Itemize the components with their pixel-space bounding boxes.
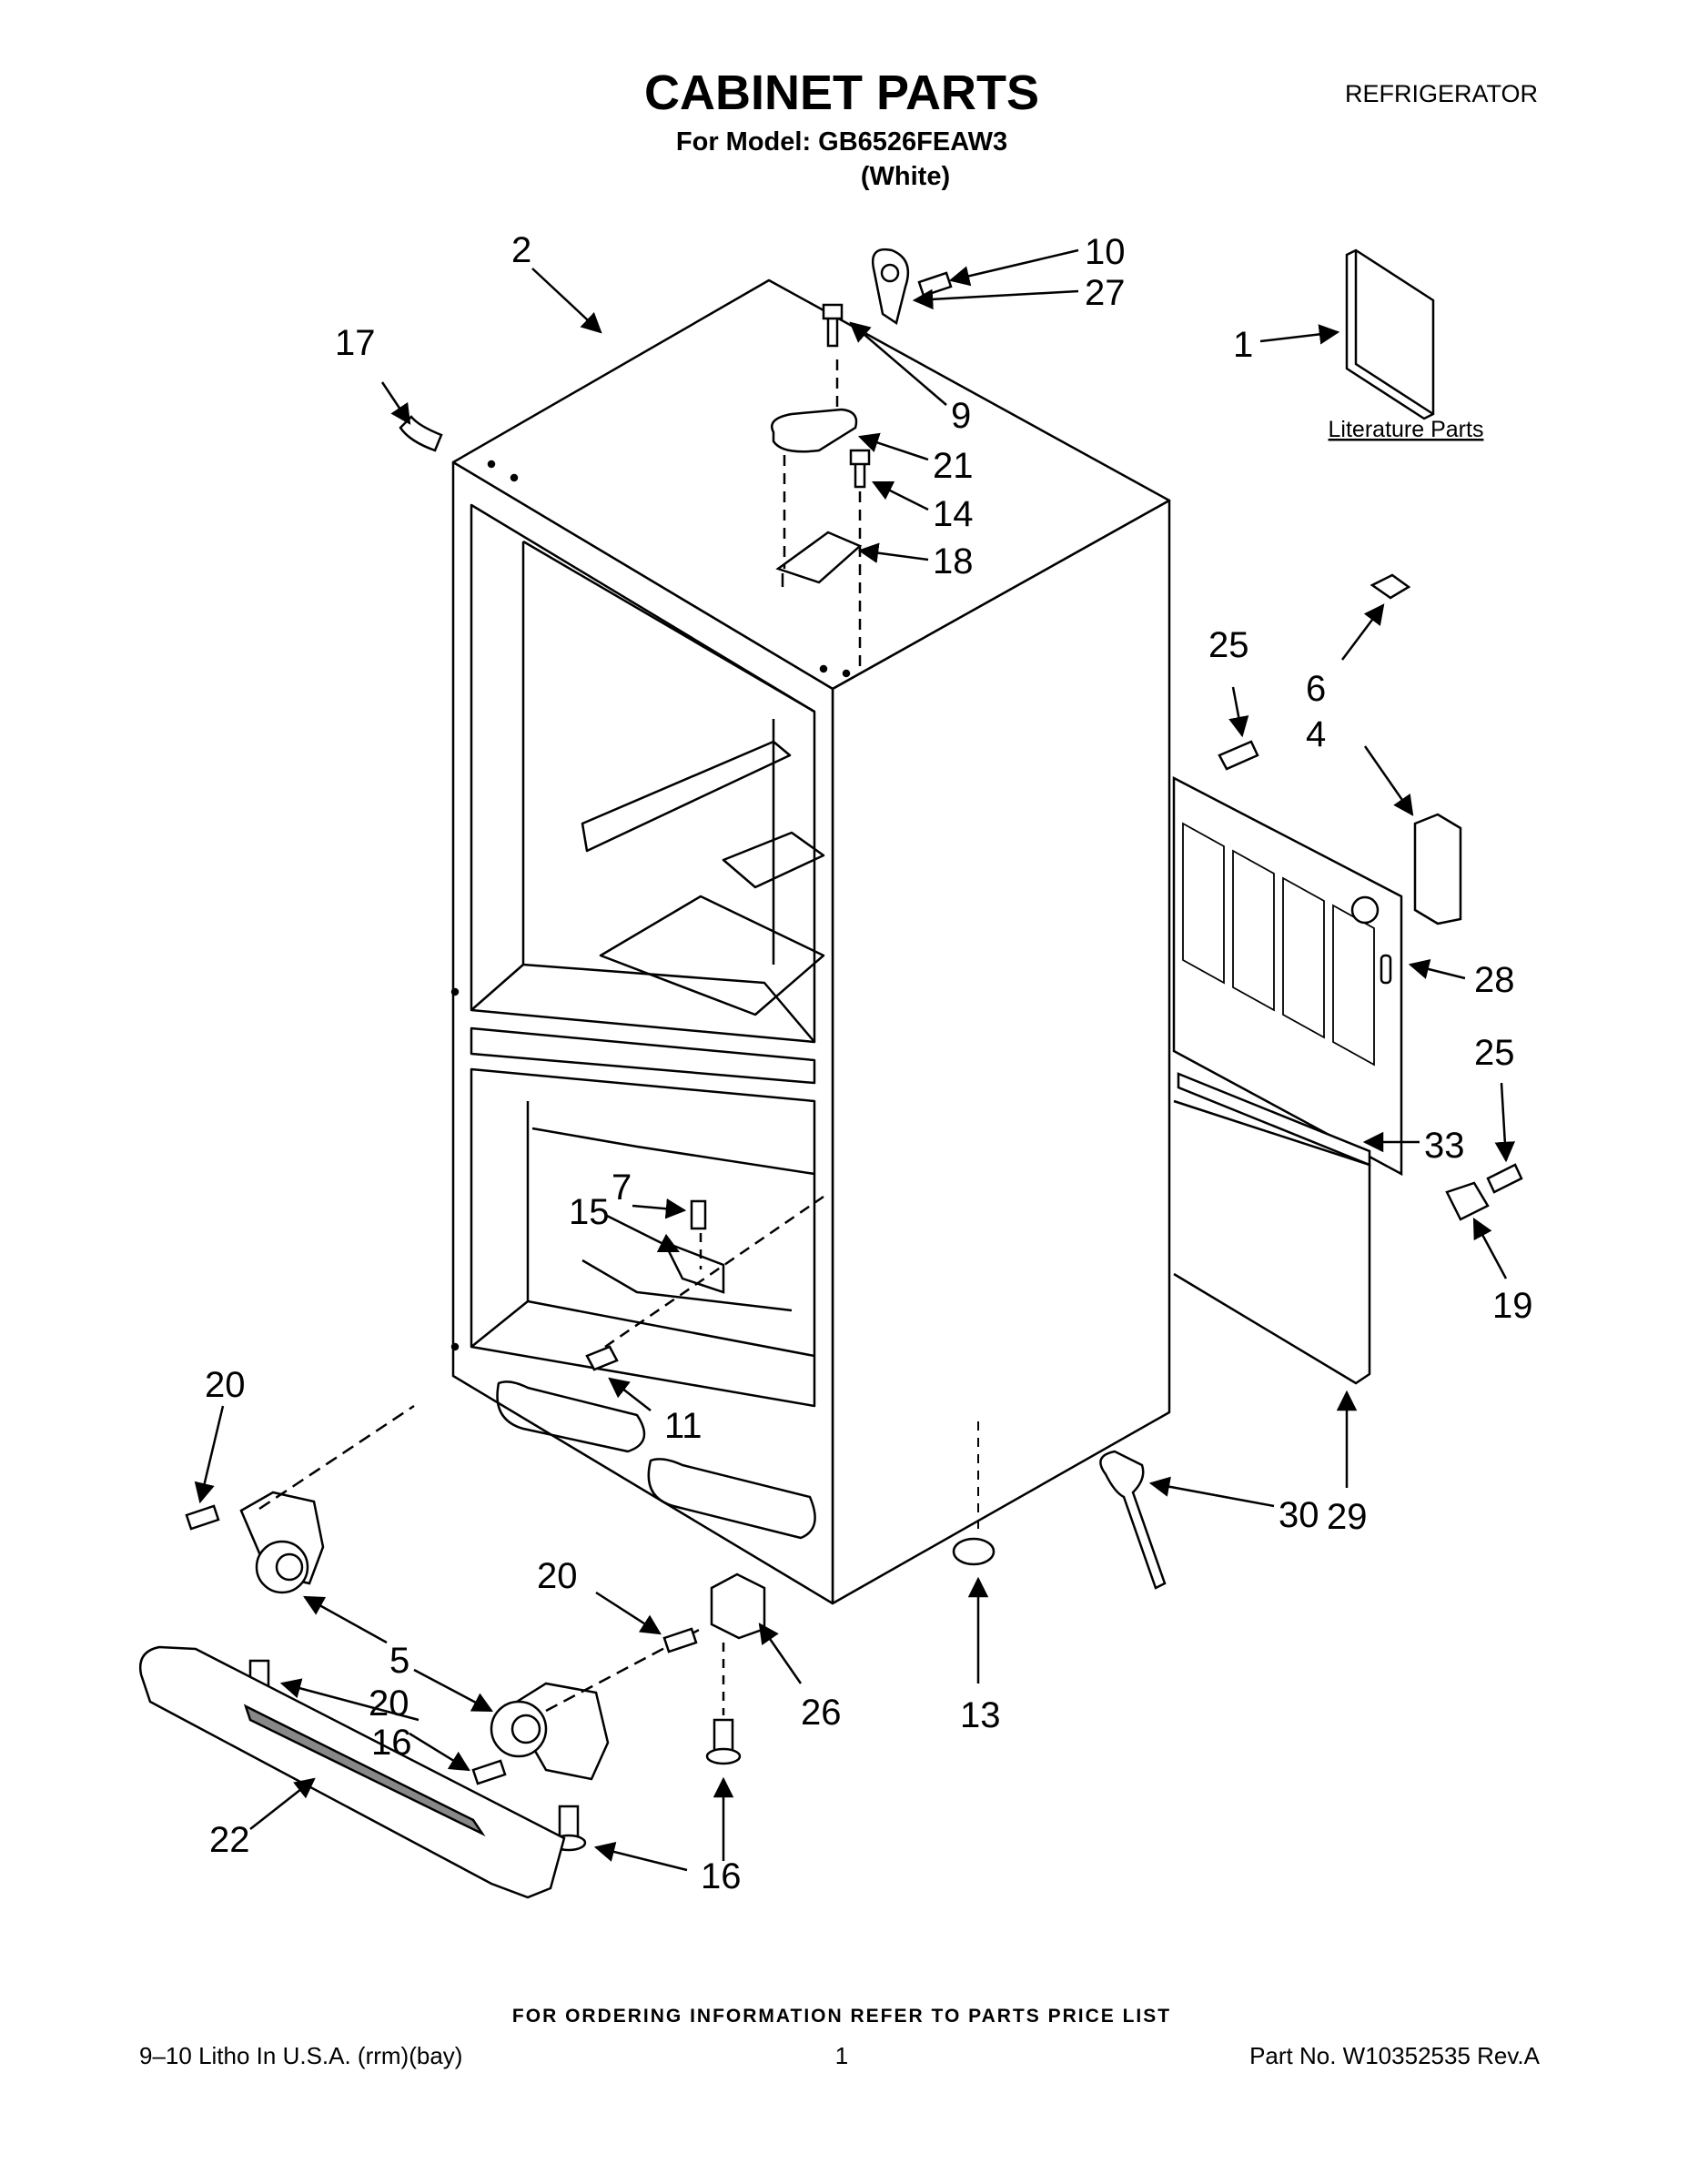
- part-number: Part No. W10352535 Rev.A: [1249, 2042, 1541, 2069]
- callout-17: 17: [335, 323, 376, 363]
- model-line: For Model: GB6526FEAW3: [676, 127, 1007, 157]
- callout-27: 27: [1085, 273, 1126, 313]
- callout-25-right: 25: [1474, 1033, 1515, 1073]
- callout-22: 22: [209, 1820, 250, 1860]
- ordering-note: FOR ORDERING INFORMATION REFER TO PARTS …: [512, 2006, 1171, 2027]
- callout-21: 21: [933, 446, 974, 486]
- callout-20-left: 20: [205, 1365, 246, 1405]
- callout-16-left: 16: [371, 1723, 412, 1763]
- callout-26: 26: [801, 1693, 842, 1733]
- color-line: (White): [861, 162, 950, 191]
- callout-33: 33: [1424, 1126, 1465, 1166]
- access-panel-29: [1173, 1099, 1371, 1385]
- hinge-cover-21: [771, 408, 858, 453]
- callout-13: 13: [960, 1695, 1001, 1735]
- screw-20-right: [471, 1759, 507, 1785]
- callout-28: 28: [1474, 960, 1515, 1000]
- callout-6: 6: [1306, 669, 1326, 709]
- callout-16-right: 16: [701, 1856, 742, 1896]
- cabinet-body: [450, 278, 1171, 1605]
- literature-booklet: [1345, 248, 1435, 420]
- page-number: 1: [835, 2042, 848, 2069]
- screw-25-right: [1486, 1163, 1523, 1194]
- callout-5: 5: [389, 1641, 409, 1681]
- callout-numbers: 2 17 1 10 27 9 21 14 18 25 6 4 28 25 33 …: [205, 230, 1533, 1896]
- rear-leveler-bracket-26: [662, 1572, 766, 1765]
- callout-25-top: 25: [1208, 625, 1249, 665]
- callout-15: 15: [569, 1192, 610, 1232]
- screw-20-center: [662, 1627, 698, 1653]
- callout-30: 30: [1279, 1495, 1319, 1535]
- rear-grille-28: [1172, 775, 1403, 1177]
- callout-7: 7: [612, 1168, 632, 1208]
- screw-10: [917, 271, 953, 298]
- lower-hinge-assembly: [585, 1195, 824, 1371]
- screw-25-top: [1218, 740, 1259, 771]
- callout-1: 1: [1233, 325, 1253, 365]
- callout-19: 19: [1492, 1286, 1533, 1326]
- door-stop-27: [871, 248, 953, 326]
- callout-11: 11: [664, 1406, 702, 1446]
- screw-9: [822, 303, 844, 348]
- callout-4: 4: [1306, 714, 1326, 754]
- plug-13: [952, 1537, 996, 1566]
- page-title: CABINET PARTS: [644, 66, 1039, 120]
- callout-18: 18: [933, 541, 974, 581]
- front-roller-left: [185, 1404, 415, 1706]
- callout-2: 2: [511, 230, 531, 270]
- clip-6: [1370, 573, 1411, 600]
- leader-lines: [194, 248, 1516, 1872]
- litho-line: 9–10 Litho In U.S.A. (rrm)(bay): [139, 2042, 462, 2069]
- power-cord-30: [1099, 1450, 1167, 1590]
- front-roller-right: [471, 1627, 702, 1852]
- callout-29: 29: [1327, 1497, 1368, 1537]
- callout-14: 14: [933, 494, 974, 534]
- callout-20-right: 20: [369, 1684, 409, 1724]
- tube-17: [399, 415, 443, 452]
- callout-20-center: 20: [537, 1556, 578, 1596]
- literature-parts-label: Literature Parts: [1329, 417, 1484, 442]
- category-label: REFRIGERATOR: [1345, 80, 1538, 107]
- bracket-4: [1413, 813, 1462, 925]
- clip-19: [1445, 1181, 1490, 1221]
- toe-grille-22: [138, 1645, 566, 1899]
- screw-11: [585, 1345, 619, 1371]
- callout-9: 9: [951, 396, 971, 436]
- callout-10: 10: [1085, 232, 1126, 272]
- screw-20-left: [185, 1504, 220, 1531]
